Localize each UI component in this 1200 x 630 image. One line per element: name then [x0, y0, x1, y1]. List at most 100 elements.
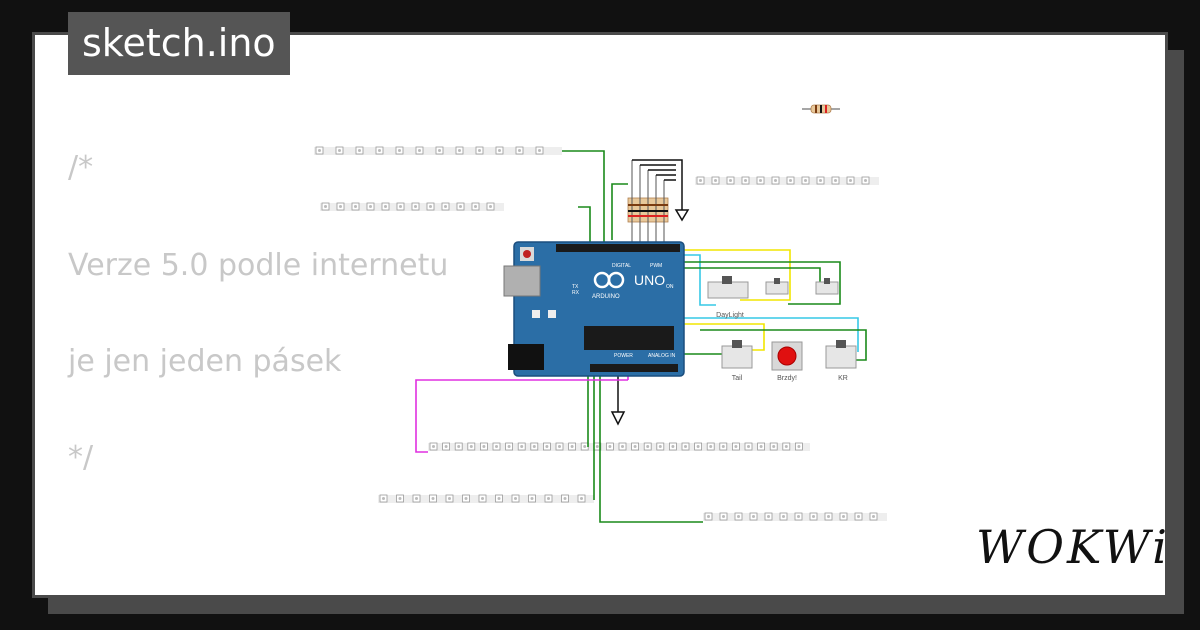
led-dot	[570, 445, 574, 448]
led-dot	[369, 205, 372, 208]
switch-kr[interactable]: KR	[825, 340, 857, 382]
led-dot	[864, 179, 867, 182]
power-jack	[508, 344, 544, 370]
atmega-chip	[584, 326, 674, 350]
comment-line-4: */	[68, 440, 94, 475]
led-dot	[752, 515, 755, 518]
tx-label: TX	[572, 284, 579, 290]
led-dot	[834, 179, 837, 182]
led-dot	[608, 445, 612, 448]
switch-tail[interactable]: Tail	[721, 340, 753, 382]
wokwi-logo: WOKWi	[976, 520, 1170, 574]
led-dot	[518, 149, 521, 152]
resistor[interactable]	[802, 104, 840, 114]
led-dot	[532, 445, 536, 448]
led-dot	[464, 497, 468, 500]
led-dot	[658, 445, 662, 448]
resistor-bank[interactable]	[627, 160, 669, 245]
led-dot	[729, 179, 732, 182]
led-dot	[498, 149, 501, 152]
switch-daylight-label: DayLight	[716, 312, 744, 319]
led-dot	[804, 179, 807, 182]
led-dot	[857, 515, 860, 518]
digital-header	[556, 244, 680, 252]
led-strip-2[interactable]	[320, 202, 504, 211]
led-strip-6[interactable]	[703, 512, 887, 521]
board-model-label: UNO	[634, 272, 665, 288]
led-dot	[633, 445, 637, 448]
led-dot	[583, 445, 587, 448]
wire-green-switch	[666, 261, 841, 305]
led-dot	[497, 497, 501, 500]
led-dot	[812, 515, 815, 518]
led-dot	[737, 515, 740, 518]
led-dot	[482, 445, 486, 448]
led-strip-3[interactable]	[695, 176, 879, 185]
led-dot	[580, 497, 583, 500]
on-label: ON	[666, 284, 674, 290]
led-dot	[378, 149, 381, 152]
wire-yellow-1	[660, 249, 791, 301]
led-dot	[827, 515, 830, 518]
led-dot	[714, 179, 717, 182]
led-dot	[448, 497, 451, 500]
filename-tab[interactable]: sketch.ino	[68, 12, 290, 75]
led-dot	[767, 515, 770, 518]
led-dot	[318, 149, 321, 152]
led-strip-1[interactable]	[314, 146, 562, 155]
arduino-uno-board[interactable]: UNO ARDUINO DIGITAL PWM POWER ANALOG IN …	[503, 241, 685, 377]
power-label: POWER	[614, 353, 633, 359]
rx-label: RX	[572, 290, 580, 296]
led-dot	[759, 179, 762, 182]
led-dot	[415, 497, 418, 500]
led-dot	[646, 445, 650, 448]
led-dot	[707, 515, 710, 518]
led-dot	[339, 205, 342, 208]
led-dot	[432, 445, 435, 448]
brake-button-label: Brzdy!	[777, 375, 797, 382]
led-dot	[514, 497, 517, 500]
led-dot	[849, 179, 852, 182]
led-dot	[429, 205, 432, 208]
comment-line-2: Verze 5.0 podle internetu	[68, 248, 449, 283]
led-dot	[414, 205, 417, 208]
analog-label: ANALOG IN	[648, 353, 676, 359]
led-dot	[772, 445, 776, 448]
led-dot	[384, 205, 387, 208]
switch-2[interactable]	[765, 278, 789, 295]
led-dot	[324, 205, 327, 208]
led-dot	[789, 179, 792, 182]
led-dot	[696, 445, 700, 448]
led-dot	[563, 497, 567, 500]
led-dot	[459, 205, 462, 208]
led-dot	[797, 445, 801, 448]
led-dot	[872, 515, 875, 518]
led-dot	[431, 497, 435, 500]
led-dot	[842, 515, 845, 518]
led-dot	[520, 445, 524, 448]
led-dot	[547, 497, 550, 500]
ground-wires	[632, 159, 690, 222]
led-dot	[671, 445, 675, 448]
led-dot	[545, 445, 549, 448]
led-dot	[398, 497, 402, 500]
led-strip-5[interactable]	[378, 494, 594, 503]
led-dot	[458, 149, 461, 152]
switch-daylight[interactable]: DayLight	[707, 276, 749, 319]
led-dot	[507, 445, 511, 448]
brake-button[interactable]: Brzdy!	[771, 341, 803, 382]
led-dot	[354, 205, 357, 208]
led-dot	[747, 445, 750, 448]
ground-symbol	[610, 372, 626, 426]
led-strip-4[interactable]	[428, 442, 810, 451]
led-dot	[819, 179, 822, 182]
led-dot	[595, 445, 599, 448]
led-dot	[699, 179, 702, 182]
led-dot	[774, 179, 777, 182]
pwm-label: PWM	[650, 263, 662, 269]
power-analog-header	[590, 364, 678, 372]
led-dot	[338, 149, 341, 152]
switch-3[interactable]	[815, 278, 839, 295]
led-dot	[734, 445, 738, 448]
led-dot	[621, 445, 624, 448]
